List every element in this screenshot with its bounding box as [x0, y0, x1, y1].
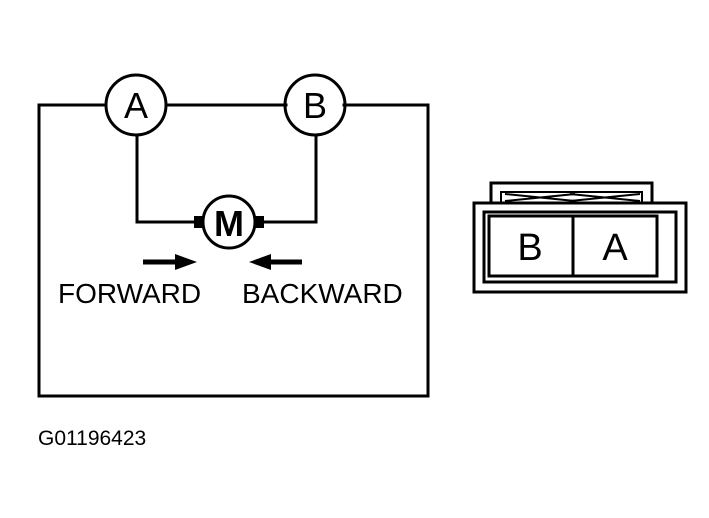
terminal-b-label: B	[303, 85, 327, 126]
motor-branch-wires	[135, 133, 318, 224]
figure-id: G01196423	[38, 427, 146, 450]
connector-cavity-a-label: A	[602, 227, 628, 269]
terminal-a-label: A	[124, 85, 148, 126]
terminal-a: A	[104, 73, 168, 137]
connector-cavity-b-label: B	[517, 227, 542, 269]
motor-label: M	[214, 203, 244, 244]
backward-arrow-icon	[249, 254, 302, 270]
latch-hatching	[504, 193, 641, 202]
backward-label: BACKWARD	[242, 278, 403, 309]
forward-label: FORWARD	[58, 278, 201, 309]
motor-symbol: M	[194, 194, 264, 250]
connector-face-view: B A	[472, 181, 688, 294]
outer-circuit-wire	[37, 103, 430, 398]
forward-arrow-icon	[143, 254, 197, 270]
terminal-b: B	[283, 73, 347, 137]
